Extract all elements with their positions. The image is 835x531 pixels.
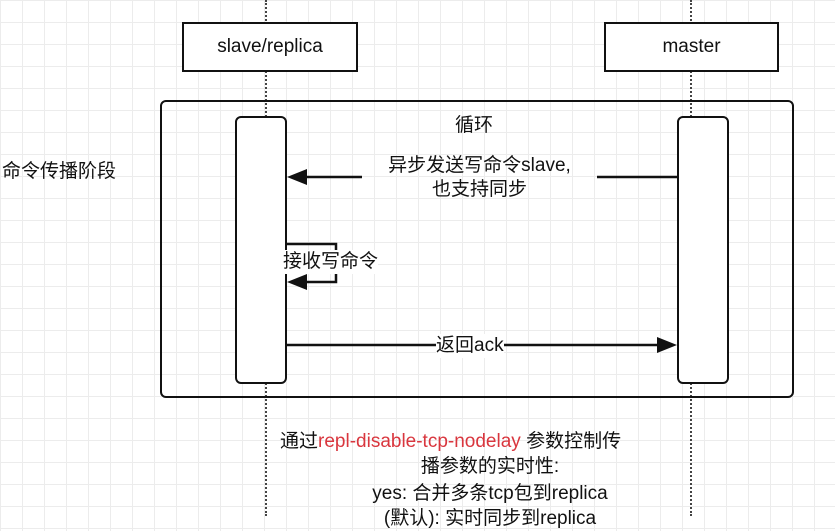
ack-arrowhead [657, 337, 677, 353]
self-message-arrowhead [287, 274, 307, 290]
async-send-label-line2: 也支持同步 [431, 179, 527, 200]
master-activation-bar [677, 116, 729, 384]
note-suffix: 参数控制传 [520, 431, 622, 452]
phase-label: 命令传播阶段 [2, 161, 117, 182]
async-send-label-line1: 异步发送写命令slave, [388, 155, 571, 176]
replica-actor-box[interactable]: slave/replica [182, 22, 358, 72]
async-send-arrowhead [287, 169, 307, 185]
loop-label: 循环 [455, 115, 494, 136]
note-line2: 播参数的实时性: [420, 456, 560, 477]
loop-frame [160, 100, 794, 398]
async-send-label: 异步发送写命令slave, 也支持同步 [362, 154, 597, 202]
note-line3: yes: 合并多条tcp包到replica [372, 483, 608, 504]
replica-activation-bar [235, 116, 287, 384]
note-line1: 通过repl-disable-tcp-nodelay 参数控制传 [280, 430, 621, 454]
master-actor-box[interactable]: master [604, 22, 779, 72]
note-line4: (默认): 实时同步到replica [383, 508, 597, 529]
note-prefix: 通过 [280, 431, 319, 452]
receive-label: 接收写命令 [283, 250, 379, 274]
master-actor-label: master [662, 36, 721, 57]
note-param: repl-disable-tcp-nodelay [318, 431, 521, 452]
ack-label: 返回ack [436, 334, 504, 358]
replica-actor-label: slave/replica [217, 36, 323, 57]
